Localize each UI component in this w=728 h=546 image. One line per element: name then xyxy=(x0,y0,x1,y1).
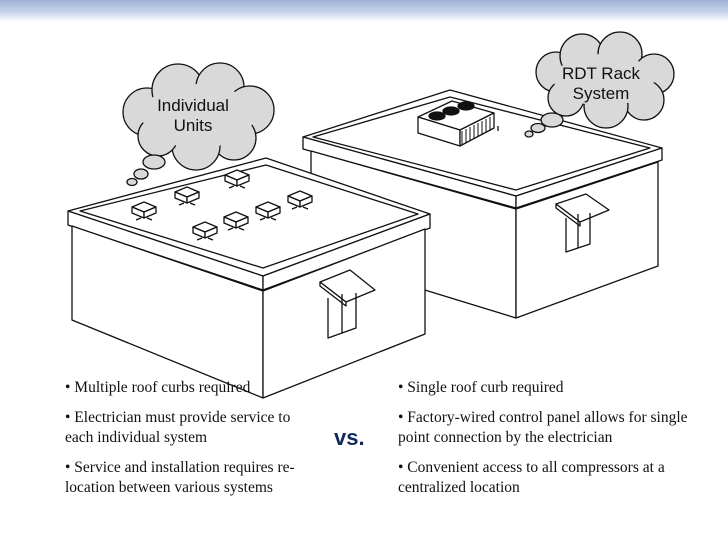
cloud-label-line: Units xyxy=(173,116,213,135)
rooftop-unit xyxy=(287,190,313,210)
right-bullet-list: • Single roof curb required • Factory-wi… xyxy=(398,378,688,508)
cloud-label-individual-units: Individual Units xyxy=(150,96,236,136)
bullet-item: • Electrician must provide service to ea… xyxy=(65,409,291,446)
thought-cloud-right xyxy=(524,31,675,138)
cloud-label-line: System xyxy=(572,84,630,103)
vs-label: vs. xyxy=(334,425,365,450)
thought-cloud-left xyxy=(122,62,275,187)
header-band xyxy=(0,0,728,22)
rooftop-unit xyxy=(192,221,218,241)
cloud-label-rdt-rack-system: RDT Rack System xyxy=(552,64,650,104)
rooftop-unit xyxy=(223,211,249,231)
rdt-rack-unit xyxy=(417,100,499,147)
rooftop-unit xyxy=(131,201,157,221)
rooftop-unit xyxy=(255,201,281,221)
bullet-item: • Service and installation requires re-l… xyxy=(65,459,295,496)
left-building xyxy=(67,157,431,399)
bullet-item: • Factory-wired control panel allows for… xyxy=(398,409,688,446)
left-bullet-list: • Multiple roof curbs required • Electri… xyxy=(65,378,315,508)
individual-units xyxy=(131,169,313,241)
bullet-item: • Convenient access to all compressors a… xyxy=(398,459,665,496)
bullet-item: • Single roof curb required xyxy=(398,379,564,396)
rooftop-unit xyxy=(224,169,250,189)
rooftop-unit xyxy=(174,186,200,206)
bullet-item: • Multiple roof curbs required xyxy=(65,379,251,396)
cloud-label-line: RDT Rack xyxy=(561,64,641,83)
cloud-label-line: Individual xyxy=(157,96,229,115)
